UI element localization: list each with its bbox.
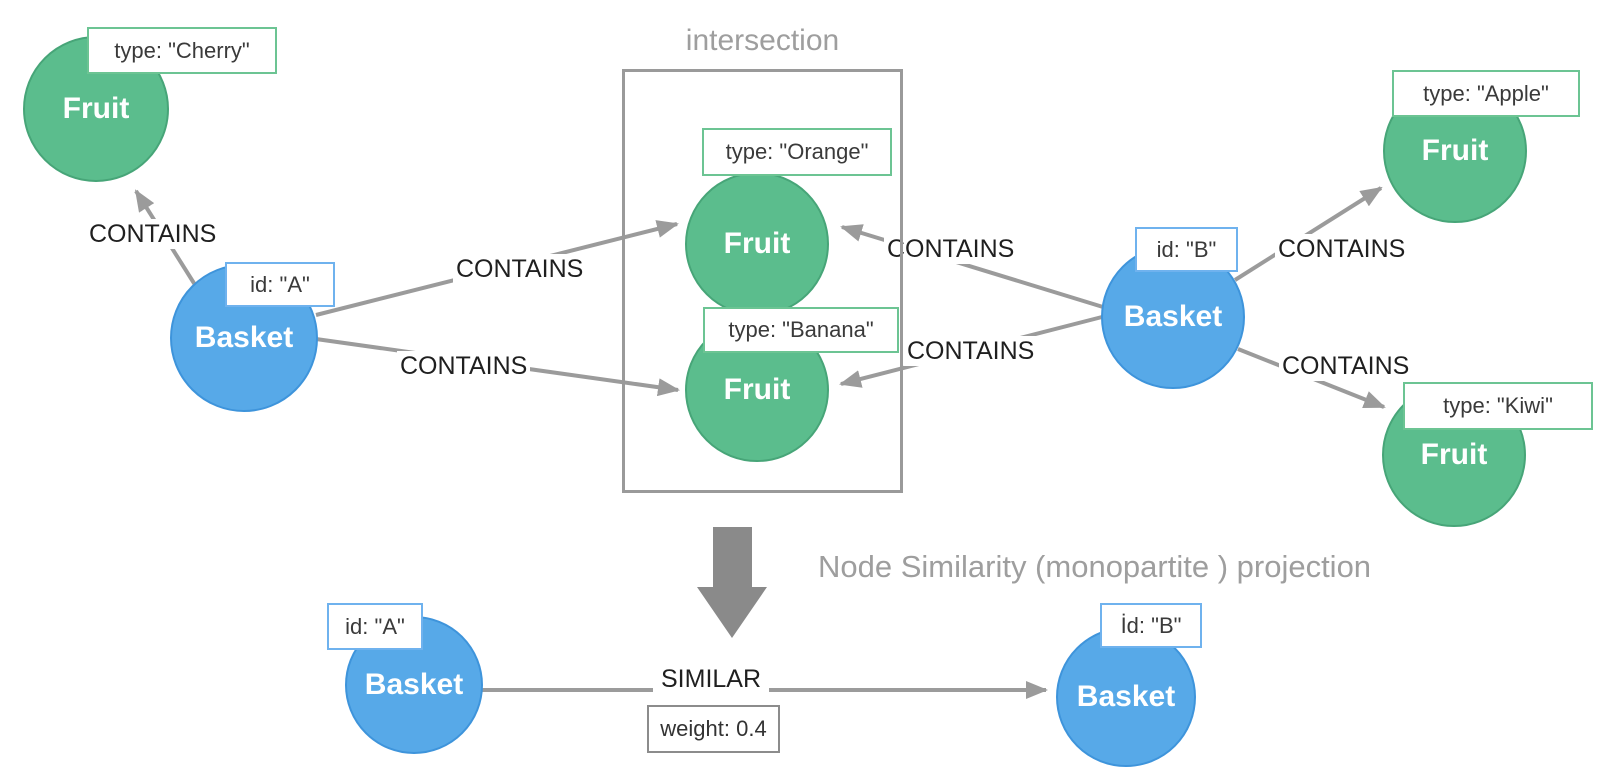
property-type-banana: type: "Banana" xyxy=(703,307,899,353)
property-type-apple: type: "Apple" xyxy=(1392,70,1580,117)
node-label: Basket xyxy=(194,321,294,354)
projection-caption: Node Similarity (monopartite ) projectio… xyxy=(818,549,1372,584)
node-label: Basket xyxy=(1076,680,1176,713)
node-label: Fruit xyxy=(62,92,130,125)
node-label: Fruit xyxy=(1421,134,1489,167)
rel-label-contains-b-banana: CONTAINS xyxy=(904,336,1038,366)
node-label: Fruit xyxy=(723,227,791,260)
projection-down-arrow xyxy=(697,527,767,638)
node-label: Basket xyxy=(364,668,464,701)
node-fruit-orange: Fruit xyxy=(685,172,829,316)
rel-label-contains-a-cherry: CONTAINS xyxy=(86,219,220,249)
rel-label-contains-a-orange: CONTAINS xyxy=(453,254,587,284)
property-weight: weight: 0.4 xyxy=(647,705,780,753)
property-type-kiwi: type: "Kiwi" xyxy=(1403,382,1593,430)
node-fruit-apple: Fruit xyxy=(1383,79,1527,223)
property-id-b: id: "B" xyxy=(1135,227,1238,272)
node-label: Fruit xyxy=(723,373,791,406)
node-label: Basket xyxy=(1123,300,1223,333)
rel-label-contains-b-kiwi: CONTAINS xyxy=(1279,351,1413,381)
property-type-orange: type: "Orange" xyxy=(702,128,892,176)
rel-label-contains-b-orange: CONTAINS xyxy=(884,234,1018,264)
node-label: Fruit xyxy=(1420,438,1488,471)
property-id-b-projected: İd: "B" xyxy=(1100,603,1202,648)
property-id-a: id: "A" xyxy=(225,262,335,307)
intersection-title: intersection xyxy=(685,24,840,57)
node-basket-b-projected: Basket xyxy=(1056,627,1196,767)
rel-label-contains-b-apple: CONTAINS xyxy=(1275,234,1409,264)
node-basket-b: Basket xyxy=(1101,245,1245,389)
rel-label-similar: SIMILAR xyxy=(653,664,770,694)
property-id-a-projected: id: "A" xyxy=(327,603,423,650)
rel-label-contains-a-banana: CONTAINS xyxy=(397,351,531,381)
property-type-cherry: type: "Cherry" xyxy=(87,27,277,74)
